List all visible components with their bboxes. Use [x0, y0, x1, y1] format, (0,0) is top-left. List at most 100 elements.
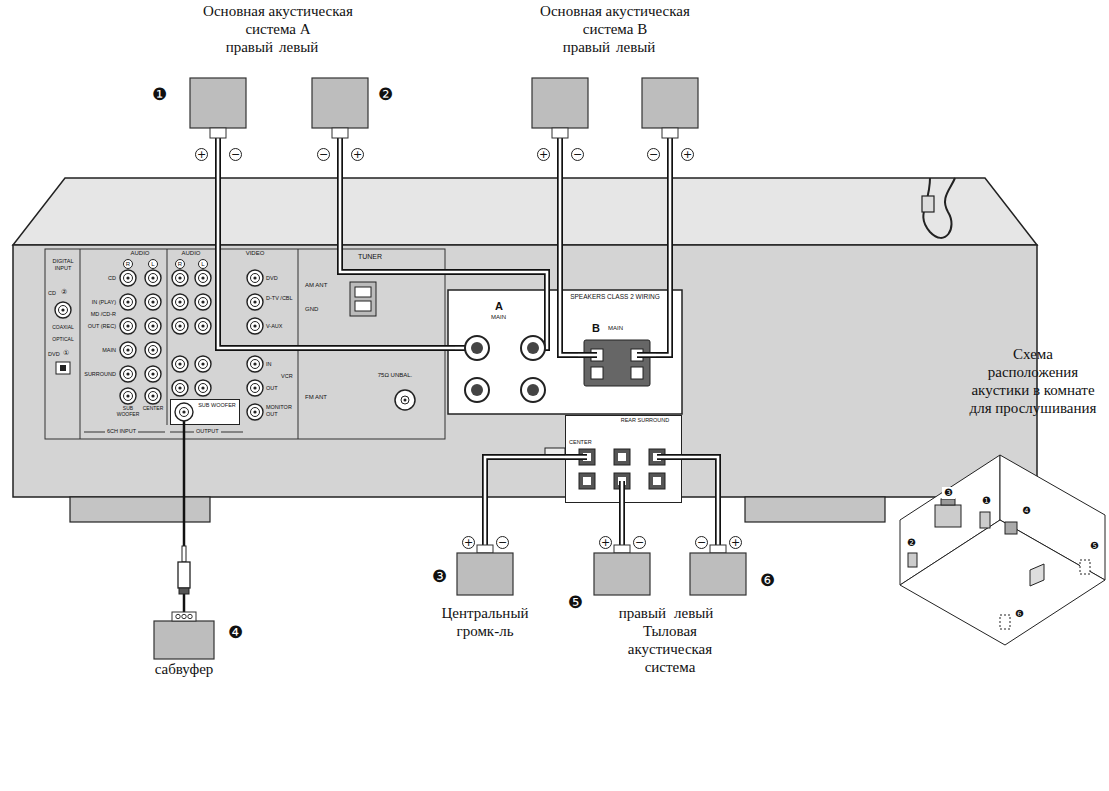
speaker-terminal	[662, 128, 678, 138]
panel-label: OUT (REC)	[80, 323, 116, 330]
optical-input	[56, 362, 70, 374]
speaker-wire	[657, 454, 682, 460]
speaker: +−	[453, 535, 517, 597]
speaker-wire	[637, 352, 656, 358]
speaker-terminal	[614, 545, 630, 553]
subwoofer: сабвуфер	[144, 612, 224, 680]
speaker-wire	[682, 457, 718, 535]
rca-jack	[145, 342, 161, 358]
rca-jack	[120, 318, 136, 334]
speaker-wire	[557, 136, 563, 166]
caption-text: Тыловая акустическая система	[620, 622, 720, 676]
speaker-wire	[667, 136, 673, 166]
receiver-body	[70, 497, 210, 522]
speaker-wire	[218, 166, 455, 348]
spring-terminal	[618, 453, 626, 461]
speaker-wire	[217, 136, 220, 166]
room-layout	[900, 520, 1105, 645]
caption-text: левый	[674, 604, 744, 622]
panel-label: AM ANT	[305, 282, 335, 289]
speaker-wire	[657, 456, 682, 459]
callout-number: ❹	[228, 622, 243, 642]
callout-number: ❸	[942, 487, 955, 499]
rca-jack	[145, 318, 161, 334]
channel-mark: L	[148, 259, 158, 269]
panel-label: TUNER	[350, 253, 390, 261]
panel-label: CENTER	[142, 405, 164, 411]
subwoofer-terminal	[176, 614, 180, 618]
rca-jack	[120, 294, 136, 310]
polarity-mark: +	[681, 148, 694, 161]
room-layout	[941, 499, 955, 505]
speaker-wire	[560, 166, 578, 355]
panel-label: DVD	[48, 351, 60, 358]
terminal-group: BMAIN	[578, 322, 656, 392]
optical-input	[56, 362, 70, 374]
rca-jack	[180, 408, 189, 417]
speaker-terminal	[210, 128, 226, 138]
terminal-label: MAIN	[491, 314, 506, 321]
rca-jack	[247, 294, 263, 310]
spring-terminal	[579, 473, 595, 489]
speaker-cabinet	[457, 553, 513, 595]
rca-jack	[172, 270, 188, 286]
panel-label: DIGITAL INPUT	[47, 258, 79, 271]
room-layout	[1005, 522, 1017, 534]
speaker-terminal	[552, 128, 568, 138]
caption-text: Основная акустическая система A	[188, 2, 368, 38]
panel-label: VIDEO	[237, 250, 273, 257]
rca-jack	[172, 294, 188, 310]
panel-label: MAIN	[80, 347, 116, 354]
rca-jack	[195, 270, 211, 286]
receiver-body	[13, 178, 1037, 245]
rca-jack	[195, 356, 211, 372]
polarity-mark: +	[537, 148, 550, 161]
terminal-group-graphic	[565, 415, 682, 503]
panel-label: MONITOR OUT	[266, 404, 296, 417]
channel-mark: L	[198, 259, 208, 269]
caption-text: Основная акустическая система B	[525, 2, 705, 38]
polarity-mark: −	[317, 148, 330, 161]
rca-jack	[145, 294, 161, 310]
input-section-frame	[167, 249, 168, 425]
callout-number: ❶	[152, 84, 167, 104]
binding-post	[521, 336, 545, 360]
callout-number: ❶	[980, 495, 993, 507]
speaker-wire	[578, 352, 597, 358]
speaker-terminal-panel: SPEAKERS CLASS 2 WIRINGAMAINBMAIN	[448, 290, 682, 414]
polarity-mark: +	[195, 148, 208, 161]
spring-terminal	[649, 473, 665, 489]
speaker-wire	[682, 457, 718, 535]
polarity-mark: +	[351, 148, 364, 161]
fm-antenna-jack	[401, 396, 409, 404]
panel-label: AUDIO	[172, 250, 210, 257]
polarity-mark: +	[462, 536, 475, 549]
binding-post	[471, 384, 483, 396]
room-layout	[1080, 560, 1090, 574]
fm-antenna-jack	[395, 390, 415, 410]
fm-antenna-jack	[404, 399, 407, 402]
am-antenna-terminal	[355, 301, 371, 311]
rca-jack	[120, 270, 136, 286]
terminal-group: REAR SURROUNDCENTER	[565, 415, 682, 503]
callout-number: ❹	[1020, 505, 1033, 517]
speaker-wire	[656, 166, 670, 355]
polarity-mark: −	[571, 148, 584, 161]
am-antenna-terminal	[355, 287, 371, 297]
polarity-mark: −	[496, 536, 509, 549]
terminal-block	[584, 340, 650, 386]
fm-antenna-jack	[395, 390, 415, 410]
speaker-wire	[619, 481, 625, 503]
rca-jack	[120, 388, 136, 404]
panel-label: OPTICAL	[47, 336, 79, 342]
polarity-mark: +	[729, 536, 742, 549]
speaker-wire	[485, 457, 565, 535]
rca-jack	[195, 318, 211, 334]
terminal-label: MAIN	[608, 325, 623, 332]
speaker-wire	[565, 456, 587, 459]
speaker-wire	[340, 166, 547, 300]
rca-jack	[120, 366, 136, 382]
binding-post	[527, 342, 539, 354]
panel-label: IN (PLAY)	[80, 299, 116, 306]
speaker-cabinet	[594, 553, 650, 595]
